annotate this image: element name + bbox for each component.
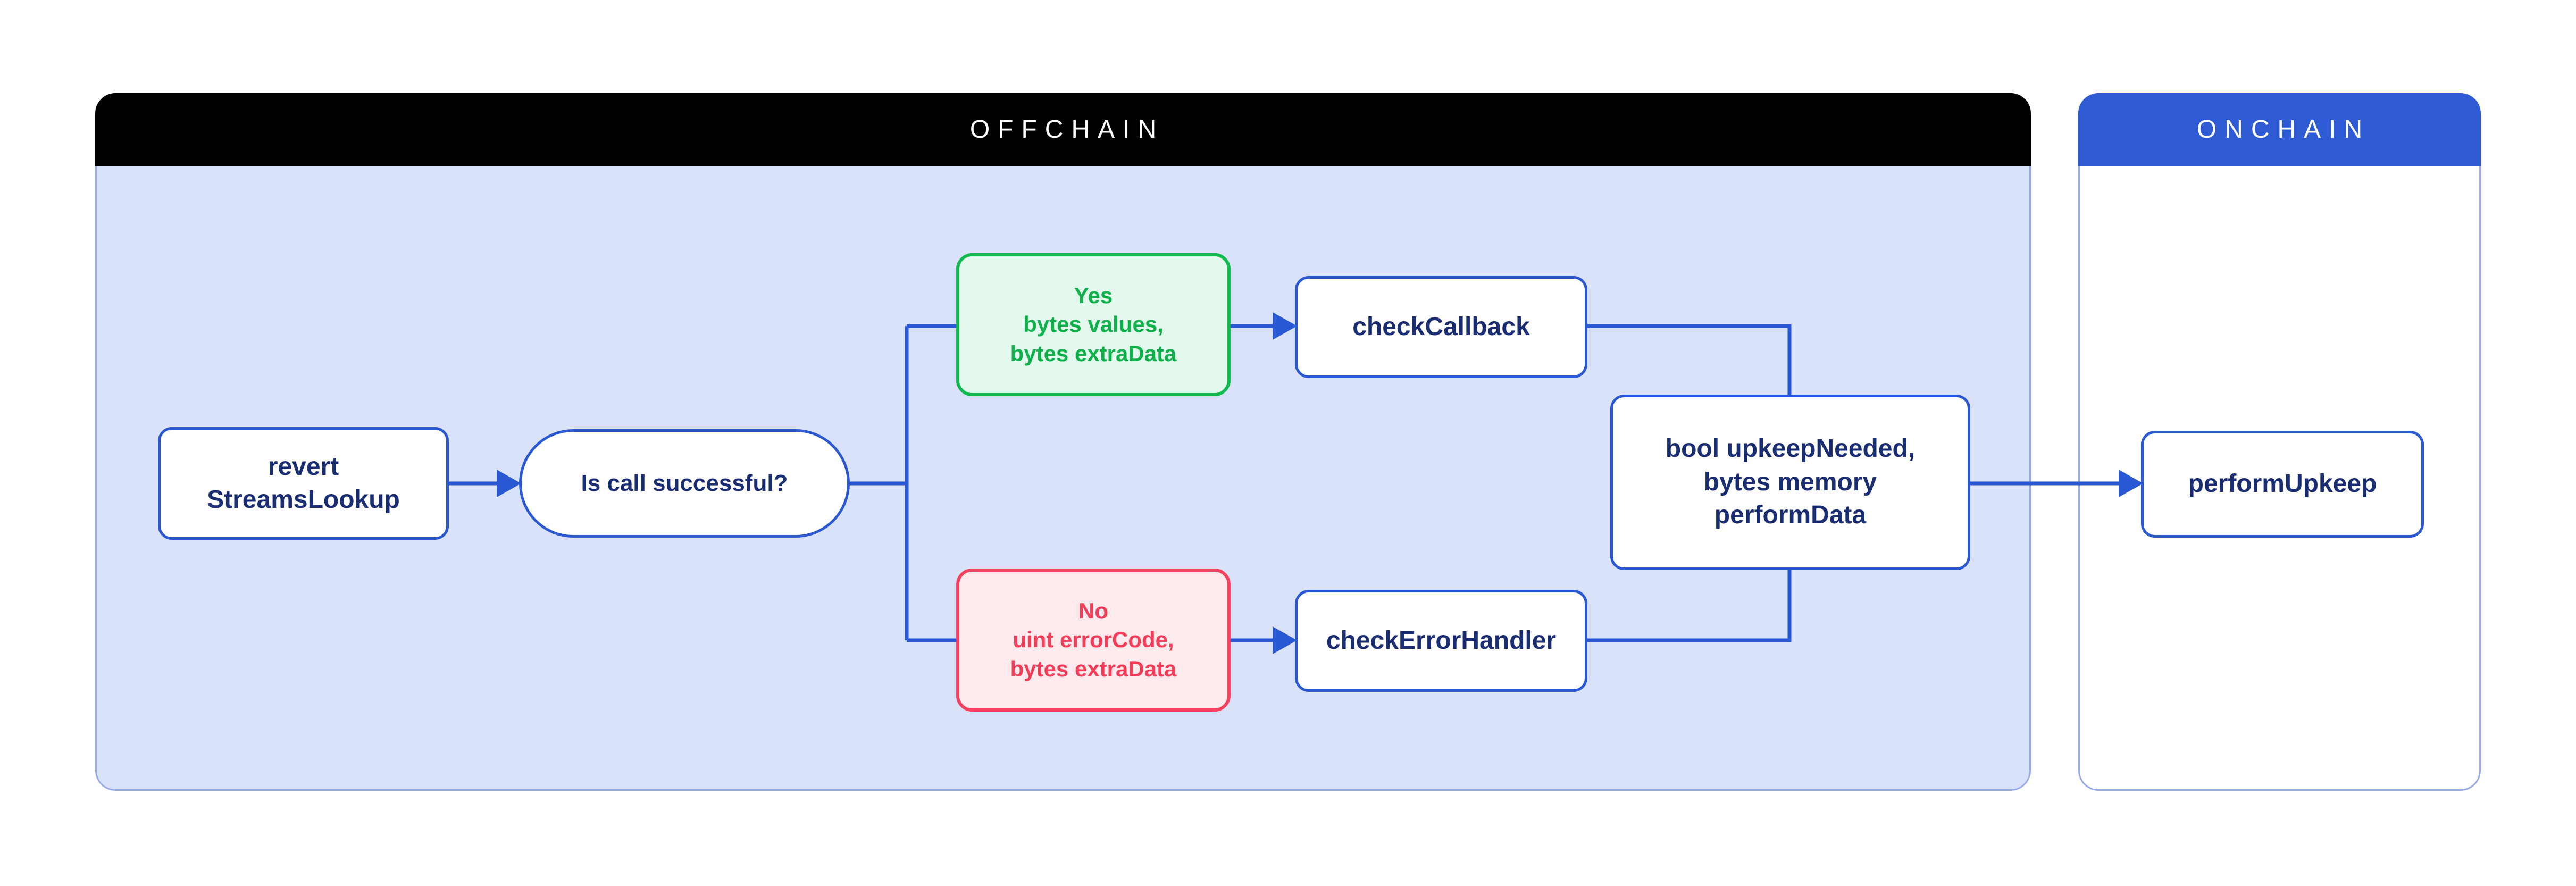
yes-branch-node: Yes bytes values, bytes extraData: [956, 253, 1231, 396]
offchain-lane-title: OFFCHAIN: [969, 115, 1165, 144]
arrowhead-decision: [497, 470, 521, 497]
offchain-lane-header: OFFCHAIN: [95, 93, 2031, 166]
onchain-lane-header: ONCHAIN: [2078, 93, 2481, 166]
arrowhead-checkerrorhandler: [1273, 626, 1297, 654]
no-branch-node: No uint errorCode, bytes extraData: [956, 569, 1231, 712]
perform-upkeep-node: performUpkeep: [2141, 431, 2424, 538]
arrowhead-performupkeep: [2119, 470, 2143, 497]
connector-checkcallback-to-upkeep: [1587, 324, 1792, 395]
is-call-successful-decision-node: Is call successful?: [519, 429, 850, 538]
arrowhead-checkcallback: [1273, 312, 1297, 340]
connector-decision-branches: [850, 324, 956, 642]
onchain-lane-title: ONCHAIN: [2196, 115, 2371, 144]
revert-streamslookup-node: revert StreamsLookup: [158, 427, 449, 540]
connector-checkerrorhandler-to-upkeep: [1587, 570, 1792, 642]
check-error-handler-node: checkErrorHandler: [1295, 590, 1587, 692]
check-callback-node: checkCallback: [1295, 276, 1587, 378]
upkeep-needed-node: bool upkeepNeeded, bytes memory performD…: [1610, 395, 1970, 570]
